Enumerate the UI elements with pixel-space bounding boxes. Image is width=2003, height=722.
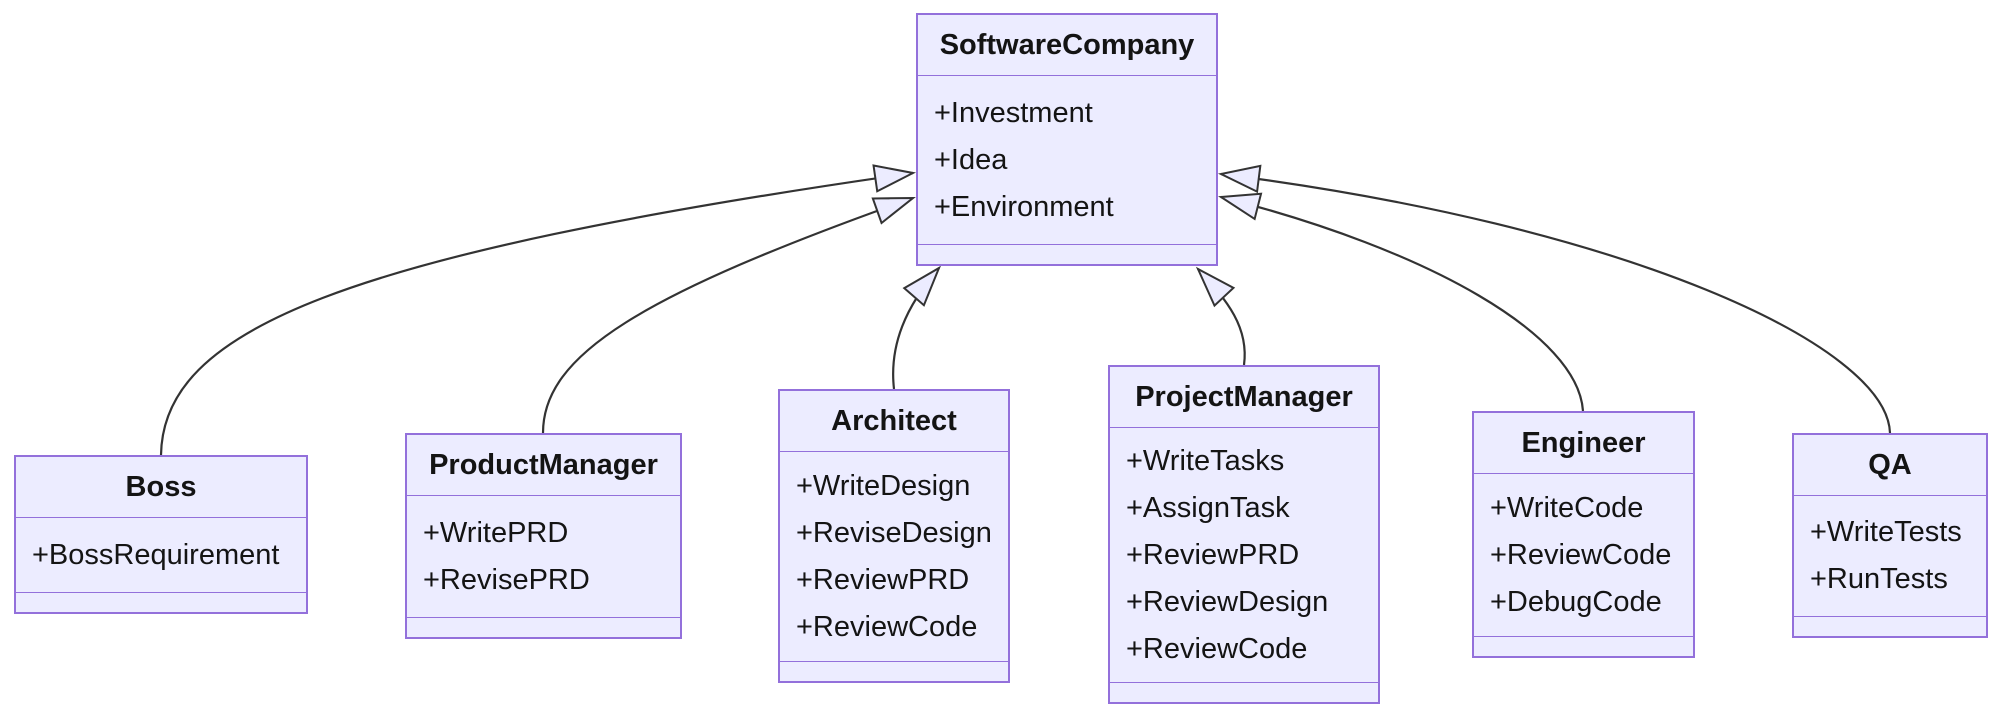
class-attributes-compartment: +WriteCode +ReviewCode +DebugCode: [1474, 474, 1693, 636]
edge-qa-inheritance-softwarecompany: [1217, 164, 1892, 434]
edge-engineer-inheritance-softwarecompany: [1218, 192, 1585, 412]
class-attribute: +WritePRD: [423, 516, 569, 549]
edge-architect-inheritance-softwarecompany: [892, 265, 942, 390]
class-title: QA: [1794, 435, 1986, 496]
class-methods-compartment-empty: [1110, 682, 1378, 702]
class-attributes-compartment: +BossRequirement: [16, 518, 306, 592]
class-attributes-compartment: +WriteTasks +AssignTask +ReviewPRD +ReviewD…: [1110, 428, 1378, 682]
class-box-projectmanager: ProjectManager +WriteTasks +AssignTask +Rev…: [1108, 365, 1380, 704]
class-title: ProjectManager: [1110, 367, 1378, 428]
class-methods-compartment-empty: [16, 592, 306, 612]
class-attribute: +ReviseDesign: [796, 516, 992, 549]
class-attributes-compartment: +Investment +Idea +Environment: [918, 76, 1216, 244]
class-attribute: +ReviewPRD: [1126, 538, 1300, 571]
class-attribute: +WriteTasks: [1126, 444, 1285, 477]
class-attributes-compartment: +WritePRD +RevisePRD: [407, 496, 680, 617]
class-attribute: +WriteCode: [1490, 491, 1644, 524]
class-box-softwarecompany: SoftwareCompany +Investment +Idea +Environm…: [916, 13, 1218, 266]
class-title: Architect: [780, 391, 1008, 452]
class-attribute: +ReviewCode: [796, 610, 978, 643]
edge-productmanager-inheritance-softwarecompany: [541, 196, 916, 434]
class-title: ProductManager: [407, 435, 680, 496]
class-methods-compartment-empty: [1794, 616, 1986, 636]
class-box-boss: Boss +BossRequirement: [14, 455, 308, 614]
class-attribute: +Investment: [934, 96, 1093, 129]
class-attribute: +ReviewCode: [1126, 632, 1308, 665]
class-attribute: +RunTests: [1810, 563, 1948, 595]
class-title: Boss: [16, 457, 306, 518]
class-methods-compartment-empty: [407, 617, 680, 637]
class-box-qa: QA +WriteTests +RunTests: [1792, 433, 1988, 638]
class-title: SoftwareCompany: [918, 15, 1216, 76]
class-attribute: +WriteTests: [1810, 516, 1962, 548]
class-methods-compartment-empty: [780, 661, 1008, 681]
class-attributes-compartment: +WriteTests +RunTests: [1794, 496, 1986, 616]
edge-projectmanager-inheritance-softwarecompany: [1195, 266, 1246, 366]
class-attribute: +DebugCode: [1490, 585, 1662, 618]
class-attribute: +WriteDesign: [796, 469, 971, 502]
class-box-engineer: Engineer +WriteCode +ReviewCode +DebugCode: [1472, 411, 1695, 658]
class-attribute: +ReviewCode: [1490, 538, 1672, 571]
class-attribute: +Idea: [934, 143, 1008, 176]
class-attribute: +Environment: [934, 190, 1114, 223]
class-box-architect: Architect +WriteDesign +ReviseDesign +Revie…: [778, 389, 1010, 683]
class-attributes-compartment: +WriteDesign +ReviseDesign +ReviewPRD +Revi…: [780, 452, 1008, 661]
class-methods-compartment-empty: [918, 244, 1216, 264]
edge-boss-inheritance-softwarecompany: [159, 164, 917, 456]
class-methods-compartment-empty: [1474, 636, 1693, 656]
class-attribute: +ReviewDesign: [1126, 585, 1329, 618]
class-attribute: +AssignTask: [1126, 491, 1290, 524]
class-attribute: +RevisePRD: [423, 563, 590, 596]
class-title: Engineer: [1474, 413, 1693, 474]
class-attribute: +BossRequirement: [32, 538, 280, 571]
class-attribute: +ReviewPRD: [796, 563, 970, 596]
class-box-productmanager: ProductManager +WritePRD +RevisePRD: [405, 433, 682, 639]
